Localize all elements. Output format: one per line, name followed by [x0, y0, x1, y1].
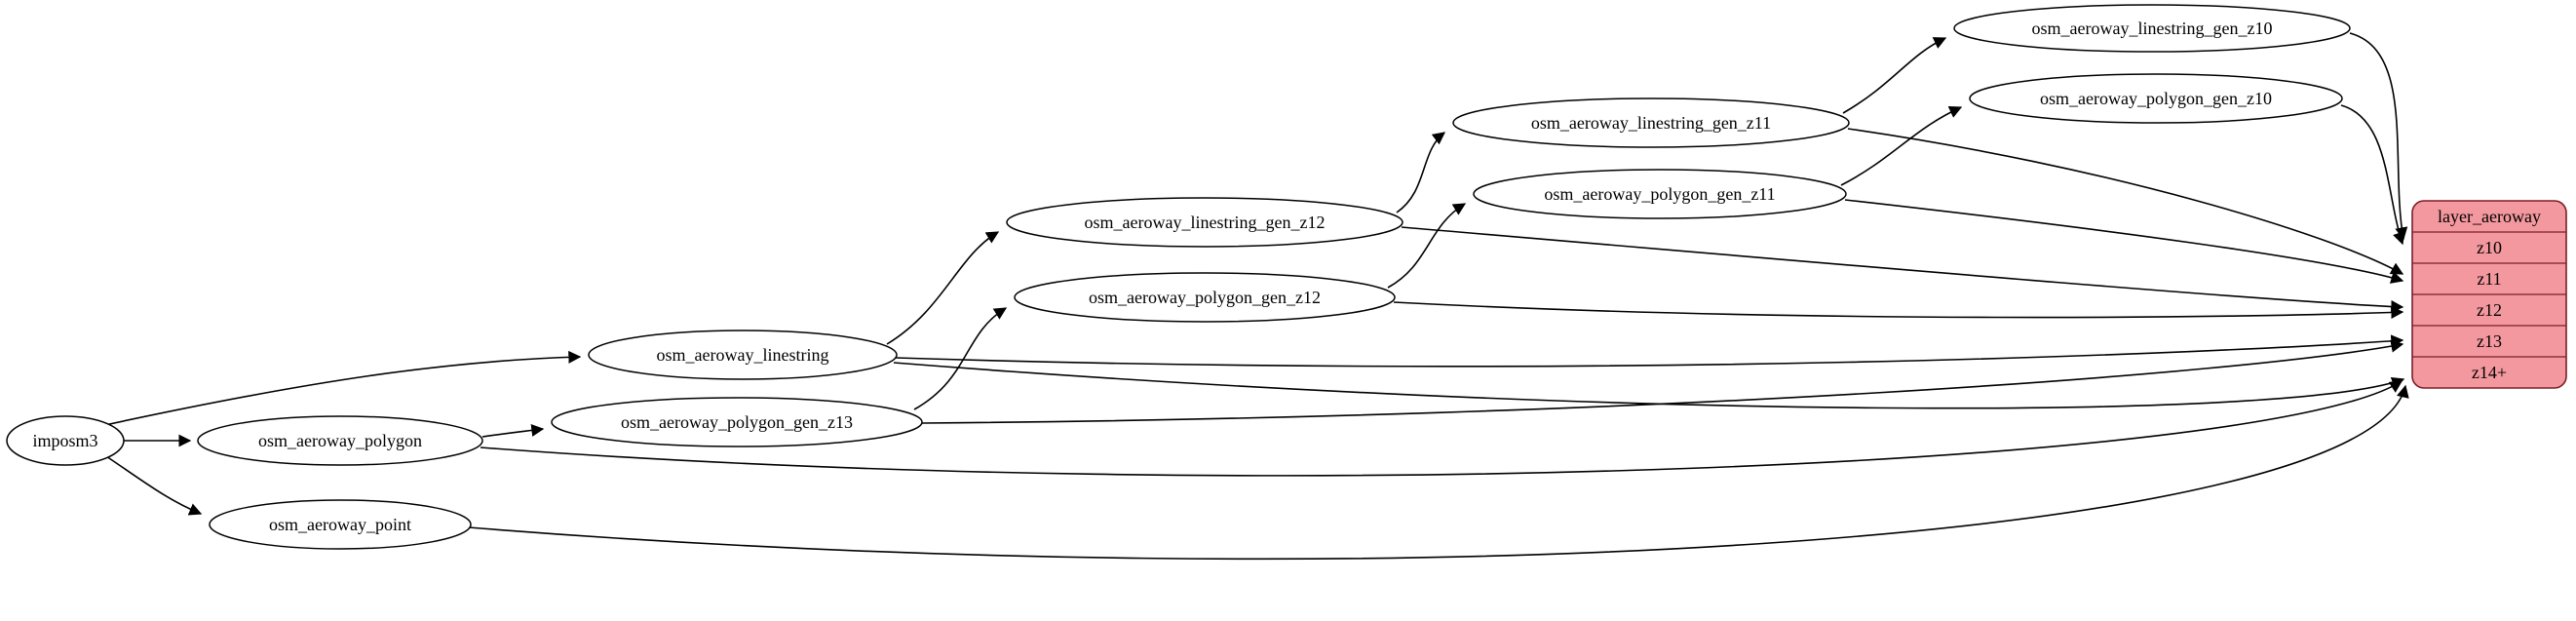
edge-linestring-to-layer-z14 — [893, 362, 2405, 409]
node-osm-aeroway-polygon-gen-z12-label: osm_aeroway_polygon_gen_z12 — [1089, 288, 1321, 307]
node-osm-aeroway-polygon-gen-z12: osm_aeroway_polygon_gen_z12 — [1014, 272, 1396, 323]
node-osm-aeroway-linestring-gen-z11: osm_aeroway_linestring_gen_z11 — [1452, 97, 1850, 148]
edge-linestring-gen-z11-to-layer-z11 — [1847, 128, 2404, 275]
edge-linestring-gen-z10-to-layer-z10 — [2349, 32, 2408, 241]
node-osm-aeroway-polygon-label: osm_aeroway_polygon — [258, 431, 422, 450]
node-osm-aeroway-polygon-gen-z10-label: osm_aeroway_polygon_gen_z10 — [2040, 89, 2272, 108]
node-imposm3: imposm3 — [6, 415, 125, 466]
node-osm-aeroway-polygon-gen-z11-label: osm_aeroway_polygon_gen_z11 — [1544, 184, 1775, 204]
node-osm-aeroway-polygon-gen-z13-label: osm_aeroway_polygon_gen_z13 — [621, 412, 853, 432]
node-osm-aeroway-linestring-gen-z12-label: osm_aeroway_linestring_gen_z12 — [1085, 213, 1326, 232]
edge-polygon-to-layer-z14 — [480, 380, 2403, 477]
edge-polygon-gen-z13-to-gen-z12 — [913, 307, 1008, 410]
node-osm-aeroway-linestring-gen-z10: osm_aeroway_linestring_gen_z10 — [1953, 4, 2351, 53]
node-osm-aeroway-polygon: osm_aeroway_polygon — [197, 415, 483, 466]
edge-linestring-gen-z12-to-layer-z12 — [1401, 226, 2404, 313]
edge-polygon-gen-z12-to-layer-z12 — [1393, 301, 2404, 319]
layer-row-z11: z11 — [2477, 269, 2501, 289]
edge-linestring-to-layer-z13 — [895, 334, 2404, 368]
layer-table: layer_aeroway z10 z11 z12 z13 z14+ — [2411, 200, 2567, 389]
edge-linestring-gen-z12-to-gen-z11 — [1396, 132, 1446, 213]
edge-imposm3-to-osm-aeroway-linestring — [99, 350, 582, 427]
node-osm-aeroway-linestring-gen-z11-label: osm_aeroway_linestring_gen_z11 — [1531, 113, 1771, 133]
node-osm-aeroway-linestring-gen-z10-label: osm_aeroway_linestring_gen_z10 — [2032, 19, 2273, 38]
node-osm-aeroway-linestring-label: osm_aeroway_linestring — [657, 345, 829, 365]
layer-row-z12: z12 — [2477, 300, 2502, 320]
node-osm-aeroway-polygon-gen-z11: osm_aeroway_polygon_gen_z11 — [1473, 169, 1847, 219]
node-imposm3-label: imposm3 — [32, 431, 97, 450]
edge-imposm3-to-osm-aeroway-point — [102, 453, 203, 516]
edge-osm-aeroway-polygon-to-gen-z13 — [481, 424, 545, 438]
edge-polygon-gen-z11-to-gen-z10 — [1840, 105, 1963, 186]
edge-linestring-to-gen-z12 — [886, 231, 1000, 345]
layer-row-z13: z13 — [2477, 331, 2502, 351]
edge-point-to-layer-z14 — [468, 384, 2409, 561]
layer-row-z14plus: z14+ — [2472, 363, 2507, 382]
edge-polygon-gen-z13-to-layer-z13 — [921, 339, 2404, 424]
node-osm-aeroway-polygon-gen-z10: osm_aeroway_polygon_gen_z10 — [1969, 73, 2343, 124]
node-osm-aeroway-point: osm_aeroway_point — [209, 499, 472, 550]
layer-table-title: layer_aeroway — [2438, 207, 2541, 226]
layer-row-z10: z10 — [2477, 238, 2502, 257]
edge-polygon-gen-z12-to-gen-z11 — [1387, 203, 1467, 289]
node-osm-aeroway-linestring-gen-z12: osm_aeroway_linestring_gen_z12 — [1006, 197, 1403, 248]
edge-polygon-gen-z11-to-layer-z11 — [1844, 199, 2404, 284]
edges-layer — [99, 32, 2409, 561]
edge-polygon-gen-z10-to-layer-z10 — [2340, 104, 2405, 246]
node-osm-aeroway-polygon-gen-z13: osm_aeroway_polygon_gen_z13 — [551, 397, 923, 447]
node-osm-aeroway-linestring: osm_aeroway_linestring — [588, 330, 898, 380]
node-osm-aeroway-point-label: osm_aeroway_point — [269, 515, 411, 534]
edge-linestring-gen-z11-to-gen-z10 — [1842, 37, 1947, 114]
